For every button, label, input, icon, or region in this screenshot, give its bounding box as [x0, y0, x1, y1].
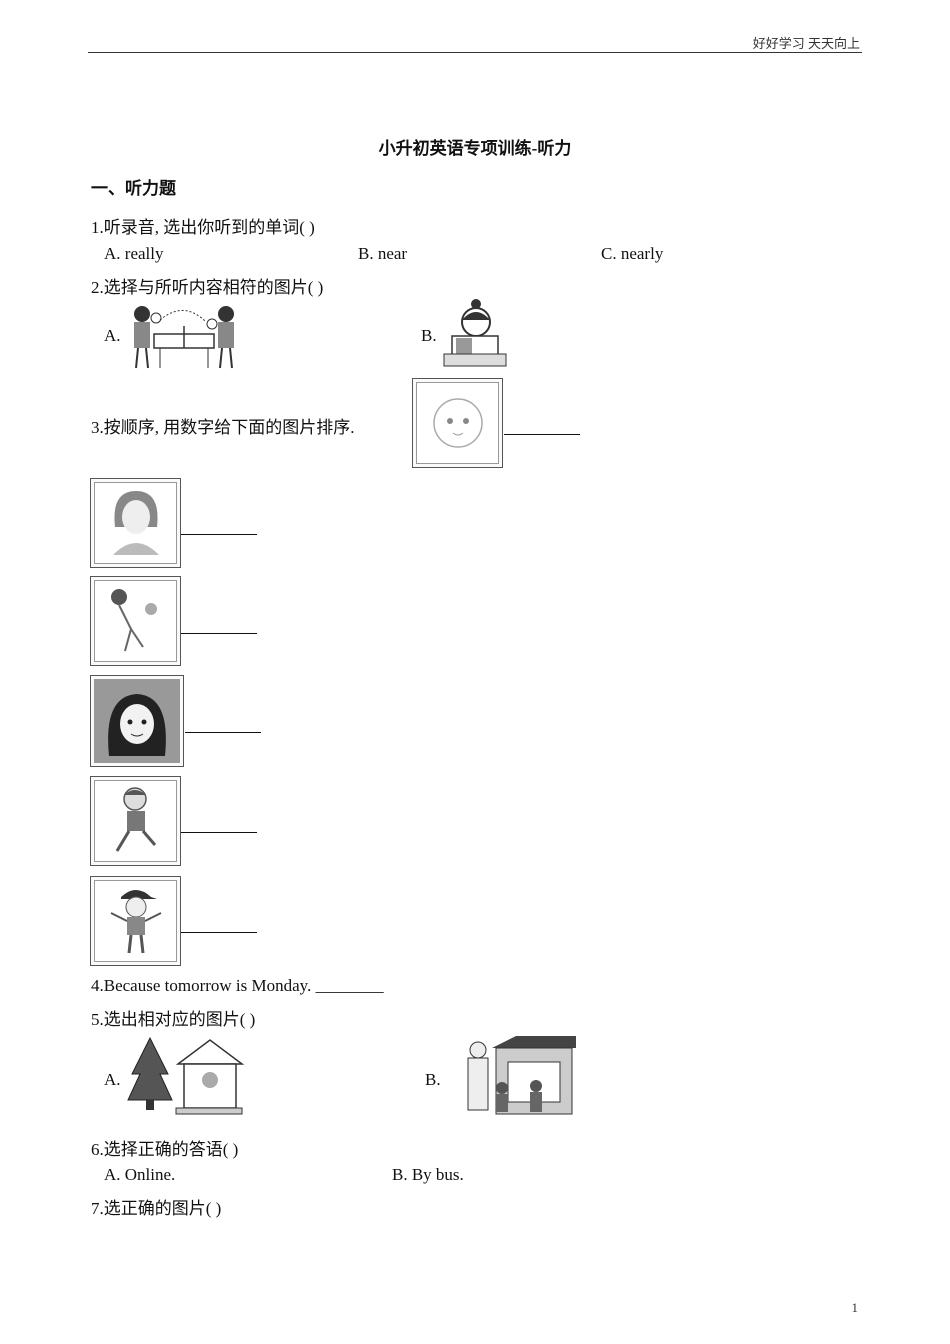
seq-picture-flower-girl[interactable]	[90, 576, 181, 666]
seq-blank-woman[interactable]	[181, 520, 257, 540]
page-number: 1	[851, 1300, 859, 1315]
cap-boy-icon	[110, 890, 162, 954]
q6-option-a[interactable]: A. Online.	[104, 1165, 176, 1184]
q1-option-a[interactable]: A. really	[104, 244, 164, 263]
question-6: 6.选择正确的答语( )	[91, 1140, 239, 1159]
seq-blank-curly-girl[interactable]	[185, 718, 261, 738]
temple-family-picture[interactable]	[452, 1032, 582, 1120]
seq-picture-running-boy[interactable]	[90, 776, 181, 866]
seq-picture-cap-boy[interactable]	[90, 876, 181, 966]
header-motto: 好好学习 天天向上	[752, 36, 860, 51]
ping-pong-picture[interactable]	[126, 300, 242, 372]
q5-option-a[interactable]: A.	[104, 1070, 121, 1089]
q5-option-b[interactable]: B.	[425, 1070, 441, 1089]
seq-picture-baby[interactable]	[412, 378, 503, 468]
running-boy-icon	[115, 787, 157, 852]
seq-picture-curly-girl[interactable]	[90, 675, 184, 767]
question-3: 3.按顺序, 用数字给下面的图片排序.	[91, 418, 355, 437]
woman-portrait-icon	[113, 491, 159, 555]
section-heading: 一、听力题	[91, 179, 176, 198]
seq-blank-cap-boy[interactable]	[181, 918, 257, 938]
flower-girl-icon	[111, 589, 157, 652]
q1-option-b[interactable]: B. near	[358, 244, 408, 263]
christmas-house-picture[interactable]	[126, 1034, 248, 1116]
question-7: 7.选正确的图片( )	[91, 1199, 222, 1218]
question-2: 2.选择与所听内容相符的图片( )	[91, 278, 324, 297]
q1-option-c[interactable]: C. nearly	[601, 244, 664, 263]
seq-blank-flower-girl[interactable]	[181, 619, 257, 639]
q2-option-b[interactable]: B.	[421, 326, 437, 345]
question-4: 4.Because tomorrow is Monday. ________	[91, 976, 384, 995]
seq-blank-baby[interactable]	[504, 420, 580, 440]
baby-face-icon	[433, 398, 483, 448]
seq-picture-woman[interactable]	[90, 478, 181, 568]
seq-blank-running-boy[interactable]	[181, 818, 257, 838]
curly-girl-icon	[108, 694, 166, 756]
question-1: 1.听录音, 选出你听到的单词( )	[91, 218, 315, 237]
q2-option-a[interactable]: A.	[104, 326, 121, 345]
question-5: 5.选出相对应的图片( )	[91, 1010, 256, 1029]
header-divider	[88, 52, 862, 53]
reading-girl-picture[interactable]	[442, 296, 508, 368]
q6-option-b[interactable]: B. By bus.	[392, 1165, 464, 1184]
page-title: 小升初英语专项训练-听力	[378, 139, 572, 158]
